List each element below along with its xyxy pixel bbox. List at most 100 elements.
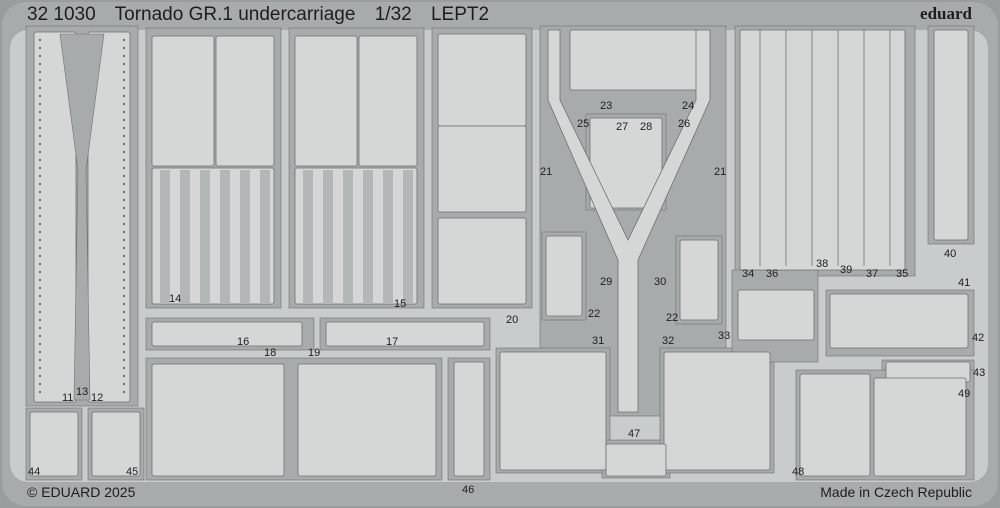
rivet [38,334,42,338]
part-shape [91,411,141,477]
rivet [122,230,126,234]
rivet [122,198,126,202]
rivet [122,222,126,226]
part-shape [294,35,358,167]
rivet [38,174,42,178]
rivet [38,134,42,138]
rivet [38,110,42,114]
part-number-label: 43 [973,367,986,379]
product-title: Tornado GR.1 undercarriage [114,4,356,25]
part-shape [453,361,485,477]
part-shape [383,170,393,304]
rivet [38,142,42,146]
rivet [38,318,42,322]
rivet [122,206,126,210]
part-number-label: 35 [896,268,909,280]
rivet [122,326,126,330]
rivet [122,390,126,394]
part-number-label: 27 [616,121,629,133]
rivet [38,102,42,106]
rivet [122,374,126,378]
rivet [38,150,42,154]
rivet [122,118,126,122]
rivet [122,382,126,386]
part-shape [663,351,771,471]
part-number-label: 45 [126,466,139,478]
part-number-label: 38 [816,258,829,270]
rivet [122,182,126,186]
part-shape [873,377,967,477]
rivet [122,310,126,314]
rivet [122,150,126,154]
part-number-label: 12 [91,392,104,404]
rivet [122,62,126,66]
part-shape [569,29,701,91]
rivet [38,158,42,162]
part-shape [499,351,607,471]
part-shape [151,35,215,167]
part-number-label: 20 [506,314,519,326]
part-number-label: 48 [792,466,805,478]
rivet [122,270,126,274]
part-number-label: 26 [678,118,691,130]
rivet [38,366,42,370]
part-shape [363,170,373,304]
rivet [38,230,42,234]
part-number-label: 19 [308,347,321,359]
part-shape [215,35,275,167]
part-number-label: 34 [742,268,755,280]
part-shape [260,170,270,304]
part-number-label: 17 [386,336,399,348]
part-shape [87,31,131,403]
rivet [122,278,126,282]
part-shape [829,293,969,349]
code-label: LEPT2 [430,4,490,25]
part-number-label: 18 [264,347,277,359]
part-number-label: 11 [62,392,74,404]
rivet [38,198,42,202]
rivet [122,214,126,218]
part-number-label: 39 [840,264,853,276]
rivet [122,94,126,98]
rivet [38,254,42,258]
rivet [122,366,126,370]
rivet [122,286,126,290]
y-strut-part [547,29,711,413]
part-number-label: 46 [462,484,475,496]
part-shape [294,167,418,305]
rivet [38,238,42,242]
rivet [122,318,126,322]
part-number-label: 25 [577,118,590,130]
rivet [38,246,42,250]
rivet [38,374,42,378]
rivet [38,302,42,306]
rivet [122,262,126,266]
part-shape [160,170,170,304]
part-shape [933,29,969,241]
part-shape [605,443,667,477]
rivet [38,38,42,42]
part-number-label: 15 [394,298,407,310]
rivet [38,358,42,362]
part-shape [358,35,418,167]
taper-cutout [59,33,105,401]
rivet [122,254,126,258]
part-number-label: 13 [76,386,89,398]
rivet [38,326,42,330]
part-number-label: 28 [640,121,653,133]
part-shape [180,170,190,304]
part-number-label: 22 [588,308,601,320]
rivet [38,70,42,74]
fret-title: 32 1030 Tornado GR.1 undercarriage 1/32 … [27,4,503,26]
rivet [38,182,42,186]
rivet [38,78,42,82]
part-shape [29,411,79,477]
part-number-label: 47 [628,428,641,440]
rivet [38,206,42,210]
rivet [38,278,42,282]
part-number-label: 33 [718,330,731,342]
rivet [122,158,126,162]
rivet [122,142,126,146]
part-shape [297,363,437,477]
